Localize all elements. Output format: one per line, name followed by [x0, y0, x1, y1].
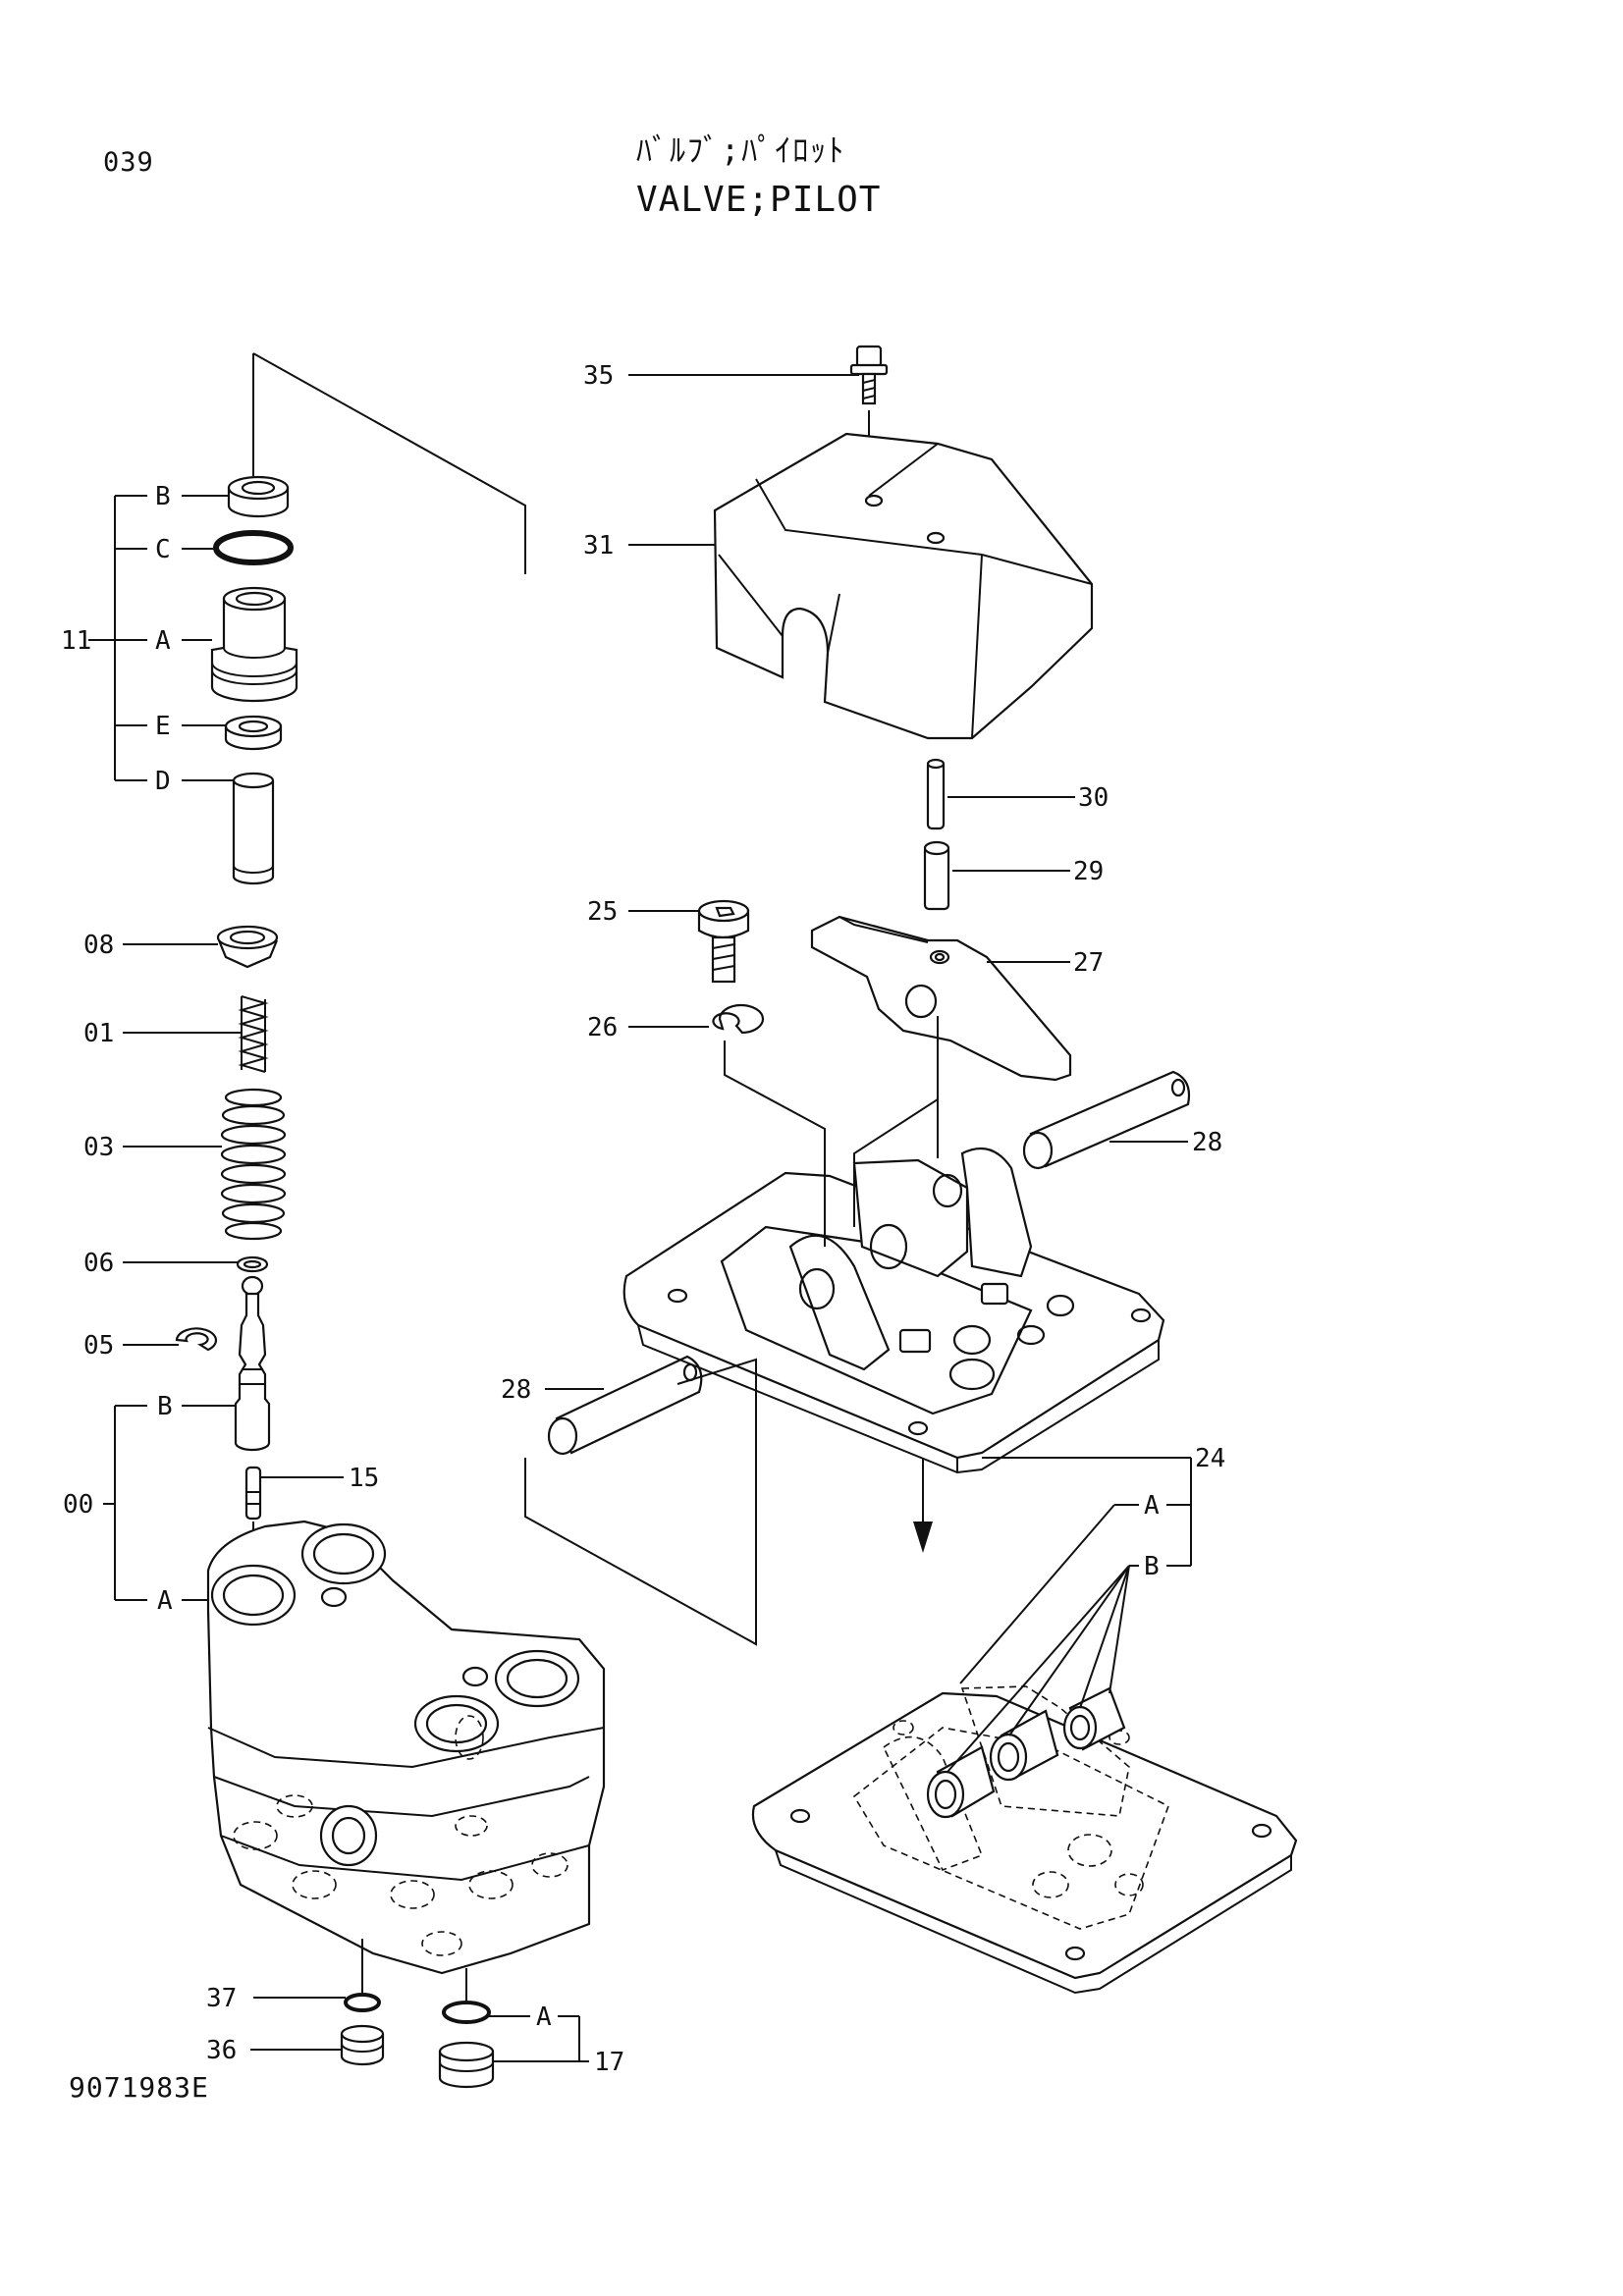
callout-35: 35: [583, 361, 614, 391]
part-11-d-plunger: [232, 772, 275, 885]
part-06-washer: [236, 1255, 269, 1273]
part-31-cover: [713, 432, 1094, 740]
callout-15: 15: [349, 1464, 379, 1493]
callout-26: 26: [587, 1013, 618, 1042]
part-11-e-washer: [224, 715, 283, 751]
callout-27: 27: [1073, 948, 1104, 978]
drawing-number: 9071983E: [69, 2071, 209, 2104]
part-00-spool: [234, 1275, 271, 1452]
callout-labels: 35 31 30 29 25 27 26 28 28 24 A B 11 B C…: [61, 361, 1225, 2077]
part-24-base-plate-view: [751, 1685, 1298, 1995]
title-english: VALVE;PILOT: [636, 180, 882, 220]
callout-30: 30: [1078, 783, 1109, 813]
callout-00-b: B: [157, 1392, 173, 1421]
part-29-sleeve: [923, 840, 950, 911]
callout-25: 25: [587, 897, 618, 927]
callout-11-e: E: [155, 712, 171, 741]
callout-11: 11: [61, 626, 91, 656]
view-arrow: [913, 1458, 933, 1553]
callout-29: 29: [1073, 857, 1104, 886]
part-24-base-plate: [622, 1147, 1165, 1474]
assembly-guide-lines: [252, 352, 939, 1646]
part-03-spring-large: [220, 1088, 287, 1241]
callout-36: 36: [206, 2036, 237, 2065]
part-00-casing: [206, 1520, 606, 1975]
part-17-plug: [438, 2041, 495, 2089]
callout-06: 06: [83, 1249, 114, 1278]
part-36-plug: [340, 2024, 385, 2066]
part-37-oring: [344, 1993, 381, 2012]
part-28-shaft-lower: [547, 1355, 703, 1456]
part-08-spring-seat: [216, 925, 279, 969]
callout-03: 03: [83, 1133, 114, 1162]
callout-01: 01: [83, 1019, 114, 1048]
part-26-snap-ring: [712, 1003, 765, 1035]
part-11-a-bushing: [210, 586, 298, 703]
part-11-c-oring: [213, 530, 294, 565]
part-01-spring-small: [238, 995, 269, 1073]
callout-17: 17: [594, 2048, 624, 2077]
leader-lines: [88, 374, 1192, 2062]
callout-28-upper: 28: [1192, 1128, 1222, 1157]
callout-24: 24: [1195, 1444, 1225, 1473]
part-17-a-oring: [442, 2001, 491, 2024]
callout-28-lower: 28: [501, 1375, 531, 1405]
callout-11-c: C: [155, 535, 171, 564]
callout-11-a: A: [155, 626, 171, 656]
part-25-socket-bolt: [697, 899, 750, 984]
callout-00-a: A: [157, 1586, 173, 1616]
part-11-b-washer: [227, 475, 290, 518]
page-number: 039: [103, 147, 154, 178]
callout-31: 31: [583, 531, 614, 561]
callout-05: 05: [83, 1331, 114, 1361]
part-15-pin: [244, 1466, 262, 1521]
callout-11-b: B: [155, 482, 171, 511]
part-05-c-clip: [175, 1327, 218, 1352]
callout-37: 37: [206, 1984, 237, 2013]
callout-08: 08: [83, 931, 114, 960]
part-28-shaft-upper: [1022, 1070, 1191, 1170]
callout-24-a: A: [1144, 1491, 1160, 1521]
part-27-lever: [810, 915, 1072, 1082]
callout-11-d: D: [155, 767, 171, 796]
title-japanese: ﾊﾞﾙﾌﾞ;ﾊﾟｲﾛｯﾄ: [636, 132, 846, 169]
callout-00: 00: [63, 1490, 93, 1520]
part-30-pin: [926, 758, 946, 830]
callout-24-b: B: [1144, 1552, 1160, 1581]
callout-17-a: A: [536, 2002, 552, 2032]
